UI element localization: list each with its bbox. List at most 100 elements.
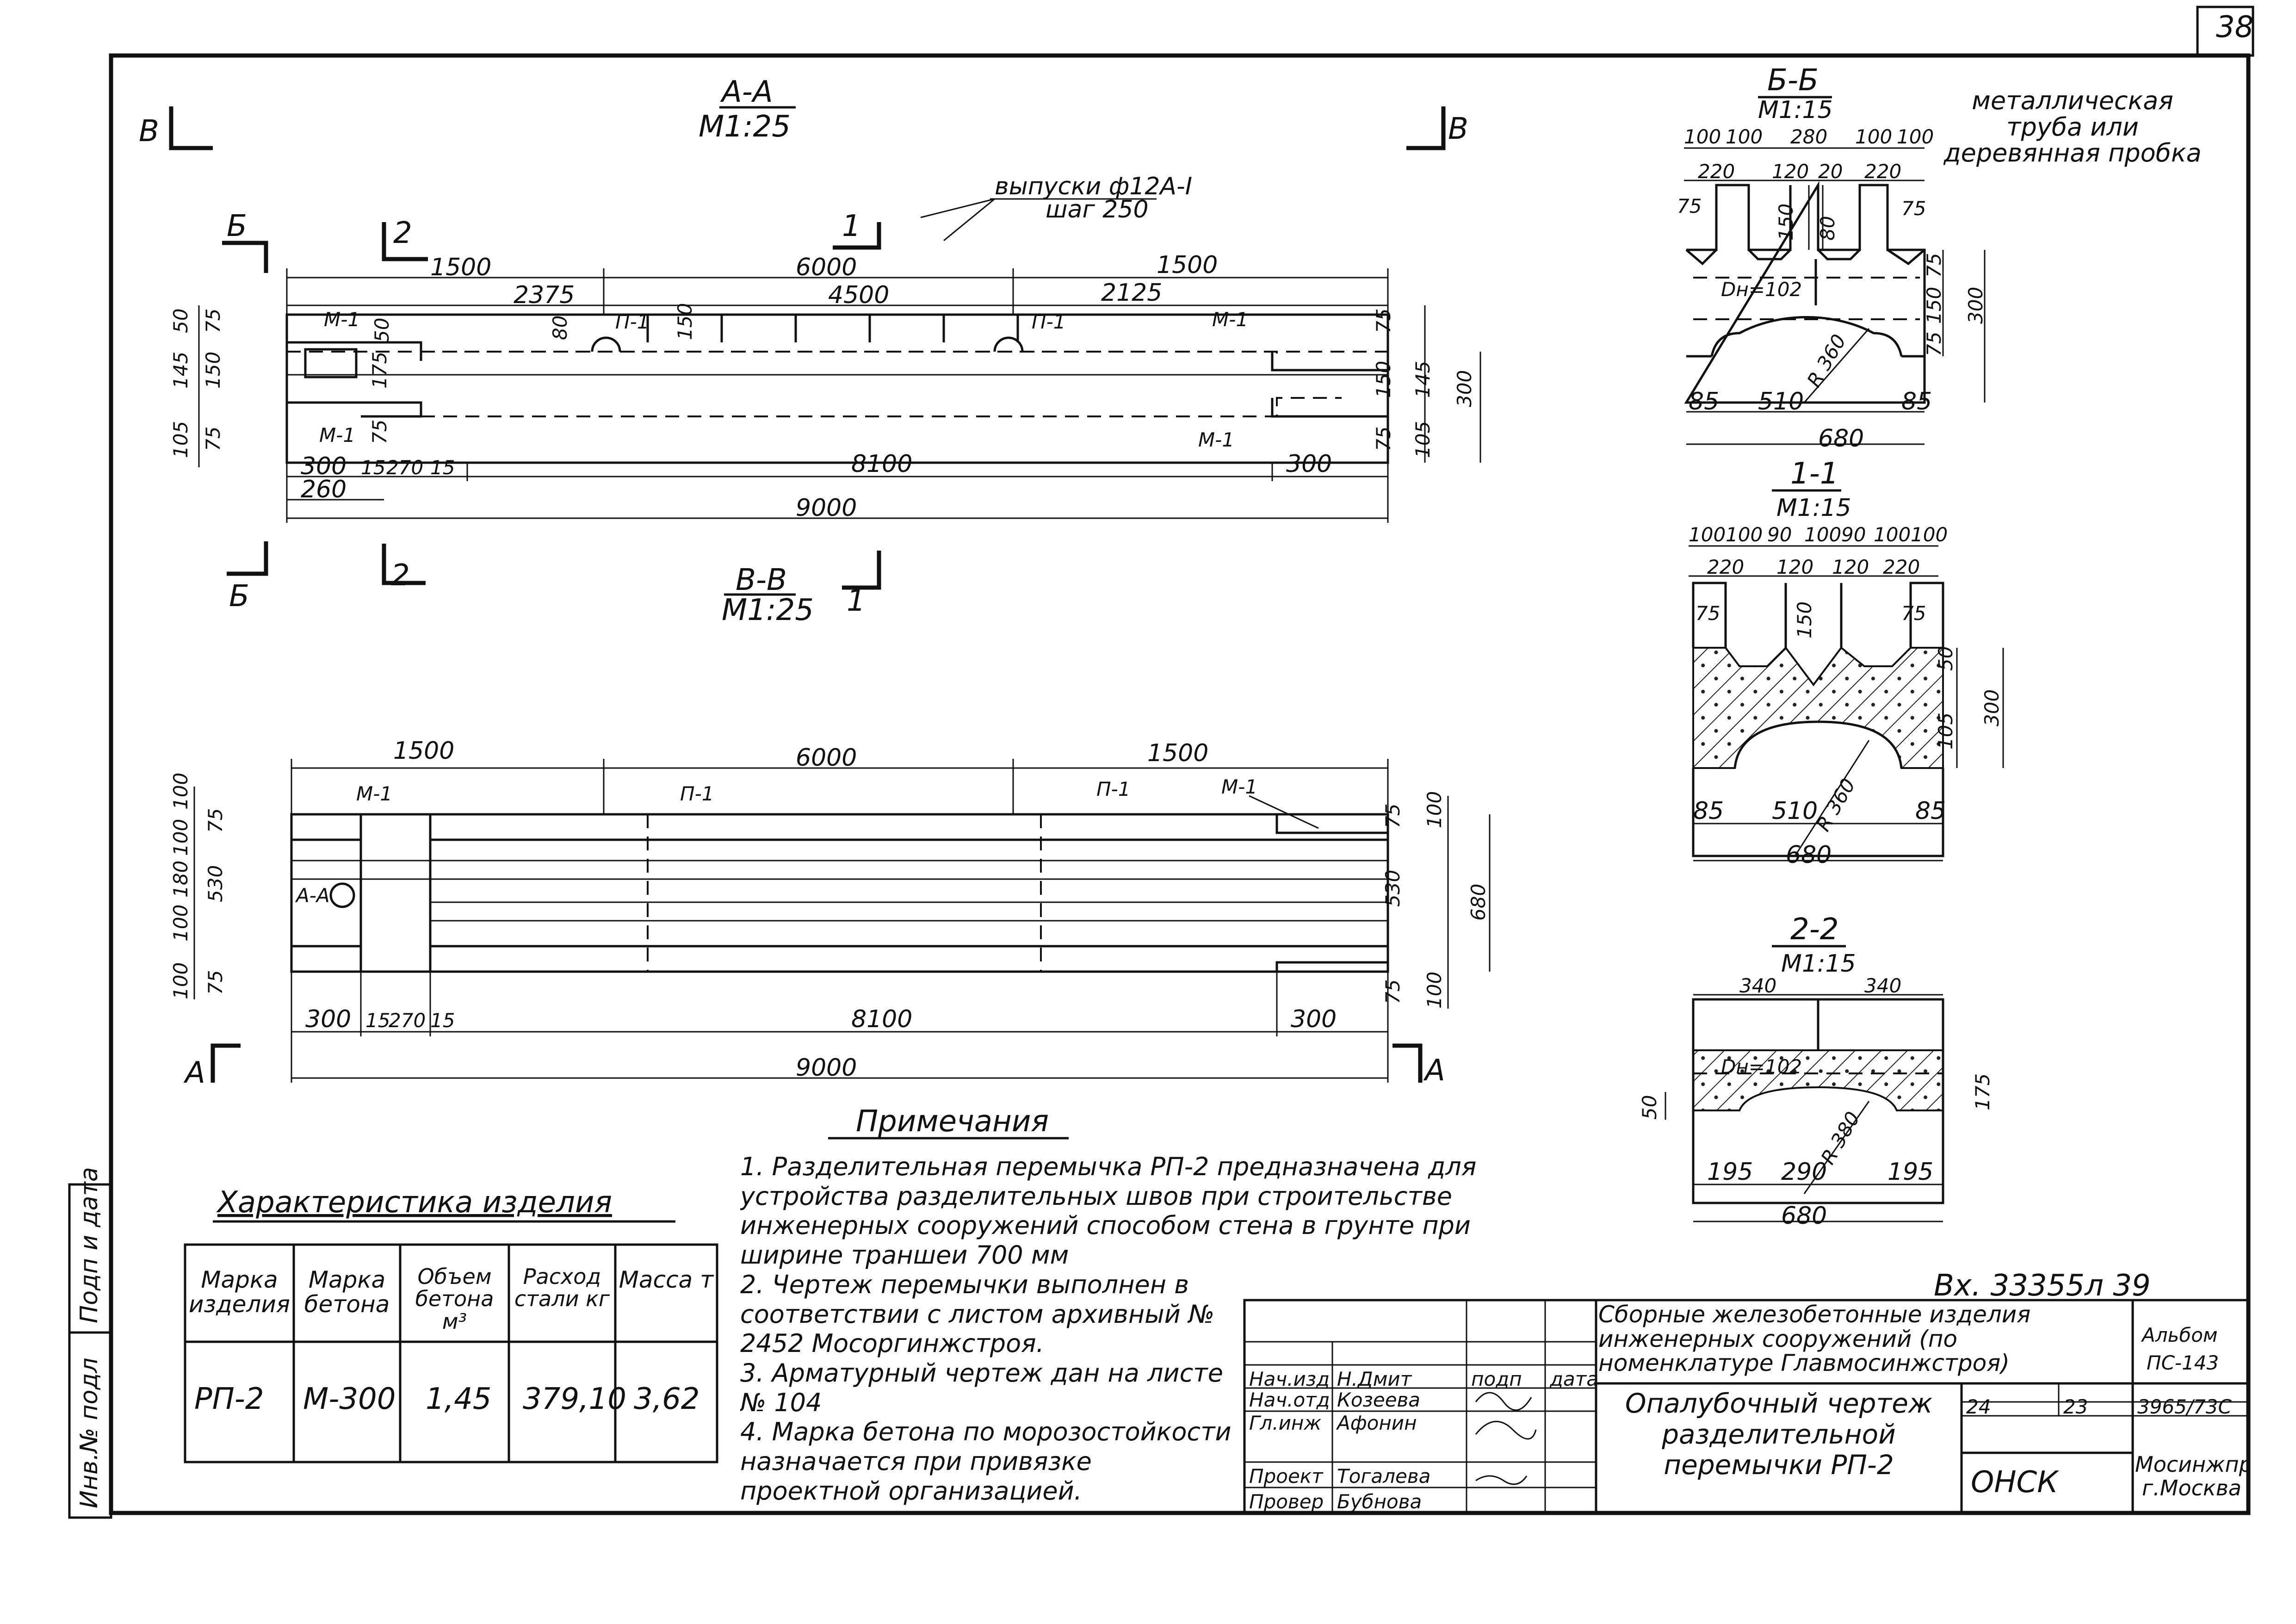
bb-total: 680: [1818, 425, 1864, 452]
vv-bot-300b: 300: [1291, 1005, 1337, 1033]
cut-1-top: 1: [842, 209, 861, 243]
aa-p1-left: П-1: [615, 310, 649, 333]
vv-bot-15b: 15: [430, 1009, 455, 1032]
cut-a-left: А: [183, 1056, 205, 1090]
s11-t1-100b: 100: [1726, 523, 1763, 546]
aa-right-75b: 75: [1372, 427, 1395, 451]
aa-bot-8100: 8100: [851, 450, 912, 478]
s11-t1-90a: 90: [1767, 523, 1792, 546]
bb-in-75a: 75: [1677, 195, 1702, 217]
aa-bot-270: 270: [386, 456, 423, 479]
aa-right-300: 300: [1453, 370, 1476, 407]
bb-dn: Dн=102: [1721, 278, 1802, 301]
tb-stage: ОНСК: [1971, 1465, 2059, 1500]
bb-r-75b: 75: [1923, 332, 1945, 356]
aa-bot-15b: 15: [430, 456, 455, 479]
bb-t1-100b: 100: [1726, 125, 1763, 148]
cut-2-bot: 2: [391, 558, 410, 593]
bb-in-75b: 75: [1901, 197, 1926, 220]
char-h-steel: Расход стали кг: [514, 1265, 610, 1312]
s11-r-300: 300: [1980, 689, 2003, 726]
notes: Примечания 1. Разделительная перемычка Р…: [740, 1104, 1476, 1506]
s11-b-85b: 85: [1915, 797, 1946, 825]
vv-right-75: 75: [1381, 804, 1404, 828]
s22-t-340a: 340: [1739, 974, 1776, 997]
tb-h-1: Н.Дмит: [1337, 1368, 1412, 1390]
tb-sheet-2: 23: [2063, 1395, 2088, 1418]
aa-total-9000: 9000: [796, 494, 857, 522]
doc-code: Вх. 33355л 39: [1934, 1269, 2151, 1303]
bb-title: Б-Б: [1767, 63, 1819, 98]
tb-role-1: Гл.инж: [1249, 1412, 1321, 1434]
vv-left-180: 180: [169, 861, 192, 898]
tb-album-label: Альбом: [2141, 1324, 2218, 1346]
bb-t2-220a: 220: [1698, 160, 1735, 183]
vv-dim-1500-a: 1500: [393, 737, 454, 765]
s11-b-85a: 85: [1693, 797, 1724, 825]
vv-left-100b: 100: [169, 819, 192, 856]
tb-role-3: Провер: [1249, 1490, 1324, 1513]
vv-left-530: 530: [204, 865, 227, 902]
cut-v-left: В: [139, 114, 159, 149]
stamp-inv: Инв.№ подл: [75, 1357, 103, 1508]
vv-bot-300: 300: [305, 1005, 351, 1033]
outlet-bars: [646, 315, 1019, 342]
view-aa: А-А М1:25 В В Б 2 1 Б 2 1 выпуски ф12А-I…: [139, 75, 1481, 618]
aa-inner-50: 50: [371, 318, 393, 342]
aa-bot-300b: 300: [1286, 450, 1332, 478]
tb-h-3: дата: [1549, 1368, 1598, 1390]
bb-r-150: 150: [1923, 287, 1945, 324]
bb-b-85a: 85: [1689, 388, 1719, 415]
char-v-steel: 379,10: [523, 1382, 626, 1416]
vv-bot-15: 15: [365, 1009, 390, 1032]
bb-b-85b: 85: [1901, 388, 1932, 415]
s11-total: 680: [1786, 841, 1832, 869]
vv-right-530: 530: [1381, 870, 1404, 907]
s11-t1-90b: 90: [1841, 523, 1866, 546]
view-vv: В-В М1:25 1500 6000 1500 А-А М-1 П-1 П-1…: [169, 563, 1491, 1090]
aa-dim-6000: 6000: [796, 254, 857, 281]
note-4: 4. Марка бетона по морозостойкости назна…: [740, 1417, 1232, 1506]
vv-m1-left: М-1: [356, 782, 392, 805]
aa-m1-topright: М-1: [1212, 308, 1248, 331]
view-aa-title: А-А: [720, 75, 773, 109]
s11-radius: R 360: [1812, 775, 1860, 835]
aa-inner-175: 175: [368, 352, 391, 389]
section-22: 2-2 М1:15 340 340 Dн=102 50 175 R 380 19…: [1638, 912, 1994, 1230]
tb-name-2: Тогалева: [1337, 1465, 1430, 1488]
s11-r-105: 105: [1934, 713, 1957, 750]
view-vv-title: В-В: [736, 563, 787, 597]
bb-t1-280: 280: [1790, 125, 1827, 148]
tb-name-0: Козеева: [1337, 1388, 1420, 1411]
aa-dim-1500-b: 1500: [1157, 251, 1218, 279]
aa-p1-right: П-1: [1032, 310, 1065, 333]
tb-album: ПС-143: [2147, 1351, 2219, 1374]
vv-dim-1500-b: 1500: [1147, 739, 1208, 767]
char-h-mark: Марка изделия: [189, 1268, 290, 1318]
tb-role-0: Нач.отд: [1249, 1388, 1330, 1411]
vv-right-680: 680: [1467, 884, 1490, 921]
aa-right-150: 150: [1372, 361, 1395, 398]
aa-right-105: 105: [1411, 421, 1434, 458]
aa-left-105: 105: [169, 421, 192, 458]
vv-m1-right: М-1: [1221, 775, 1257, 798]
vv-right-75b: 75: [1381, 979, 1404, 1004]
aa-right-145: 145: [1411, 361, 1434, 398]
s11-r-50: 50: [1934, 646, 1957, 671]
page-number: 38: [2216, 10, 2253, 44]
s11-scale: М1:15: [1776, 494, 1851, 522]
bb-r-75: 75: [1923, 253, 1945, 278]
aa-inner-150: 150: [674, 303, 696, 340]
aa-left-145: 145: [169, 352, 192, 389]
s11-t1-100a: 100: [1689, 523, 1726, 546]
s11-title: 1-1: [1790, 457, 1839, 491]
char-title: Характеристика изделия: [216, 1185, 612, 1220]
char-h-concrete: Марка бетона: [304, 1268, 390, 1318]
view-vv-scale: М1:25: [722, 593, 814, 627]
vv-bot-270: 270: [389, 1009, 426, 1032]
aa-dim-2125: 2125: [1101, 279, 1162, 307]
bb-pipe-note: металлическая труба или деревянная пробк…: [1943, 88, 2202, 168]
char-v-concrete: М-300: [303, 1382, 396, 1416]
vv-left-75b: 75: [204, 970, 227, 995]
callout-step: шаг 250: [1046, 196, 1149, 223]
